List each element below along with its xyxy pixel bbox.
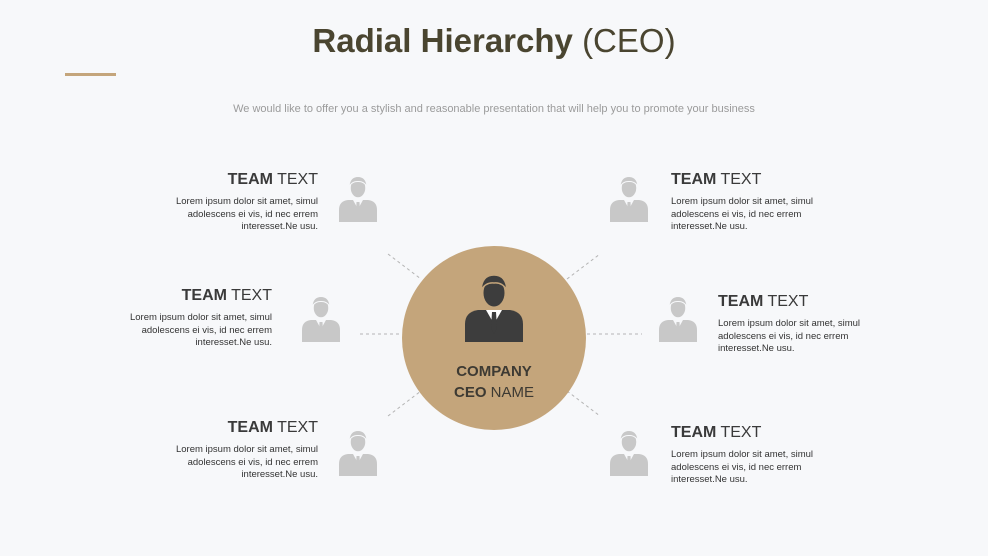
ceo-label-line1: COMPANY <box>456 363 532 380</box>
title-normal: (CEO) <box>582 22 676 59</box>
team-heading-bold: TEAM <box>671 424 717 441</box>
team-heading: TEAM TEXT <box>671 423 841 443</box>
team-description-line: Lorem ipsum dolor sit amet, simul <box>175 196 318 207</box>
team-description-line: adolescens ei vis, id nec errem <box>671 461 802 473</box>
team-heading: TEAM TEXT <box>148 418 318 438</box>
team-description: Lorem ipsum dolor sit amet, simul adoles… <box>102 312 272 350</box>
team-description-line: interesset.Ne usu. <box>241 221 318 232</box>
team-heading-bold: TEAM <box>181 287 227 304</box>
team-description: Lorem ipsum dolor sit amet, simul adoles… <box>148 196 318 234</box>
person-icon <box>339 175 377 222</box>
team-description: Lorem ipsum dolor sit amet, simul adoles… <box>671 196 841 234</box>
team-description-line: adolescens ei vis, id nec errem <box>187 456 318 468</box>
team-description-line: Lorem ipsum dolor sit amet, simul <box>129 312 272 323</box>
team-heading-normal: TEXT <box>277 171 318 188</box>
team-heading-bold: TEAM <box>227 171 273 188</box>
team-block-mid-right: TEAM TEXT Lorem ipsum dolor sit amet, si… <box>718 292 888 356</box>
ceo-circle: COMPANY CEO NAME <box>402 246 586 430</box>
team-heading-bold: TEAM <box>671 171 717 188</box>
connector-bottom-left <box>387 390 422 417</box>
connector-top-right <box>566 253 601 280</box>
team-description-line: adolescens ei vis, id nec errem <box>718 330 849 342</box>
team-heading: TEAM TEXT <box>671 170 841 190</box>
team-description-line: interesset.Ne usu. <box>241 469 318 480</box>
team-heading-normal: TEXT <box>231 287 272 304</box>
person-icon <box>610 175 648 222</box>
ceo-label: COMPANY CEO NAME <box>402 361 586 403</box>
team-description-line: Lorem ipsum dolor sit amet, simul <box>671 196 814 207</box>
ceo-label-normal: NAME <box>490 384 535 401</box>
person-icon <box>302 295 340 342</box>
accent-line <box>65 73 116 76</box>
person-icon <box>610 429 648 476</box>
team-heading: TEAM TEXT <box>718 292 888 312</box>
team-block-mid-left: TEAM TEXT Lorem ipsum dolor sit amet, si… <box>102 286 272 350</box>
person-icon <box>659 295 697 342</box>
team-description-line: interesset.Ne usu. <box>195 337 272 348</box>
ceo-person-icon <box>465 274 523 342</box>
team-description-line: Lorem ipsum dolor sit amet, simul <box>175 444 318 455</box>
subtitle: We would like to offer you a stylish and… <box>233 103 755 115</box>
team-heading: TEAM TEXT <box>148 170 318 190</box>
title-bold: Radial Hierarchy <box>312 22 573 59</box>
team-heading-bold: TEAM <box>718 293 764 310</box>
team-heading-bold: TEAM <box>227 419 273 436</box>
ceo-label-bold: CEO <box>453 384 487 401</box>
team-block-top-right: TEAM TEXT Lorem ipsum dolor sit amet, si… <box>671 170 841 234</box>
team-heading-normal: TEXT <box>720 424 762 441</box>
team-description-line: interesset.Ne usu. <box>671 474 748 485</box>
team-block-bottom-right: TEAM TEXT Lorem ipsum dolor sit amet, si… <box>671 423 841 487</box>
person-icon <box>339 429 377 476</box>
page-title: Radial Hierarchy (CEO) <box>0 22 988 60</box>
team-heading-normal: TEXT <box>277 419 318 436</box>
team-description: Lorem ipsum dolor sit amet, simul adoles… <box>718 318 888 356</box>
team-description-line: adolescens ei vis, id nec errem <box>187 208 318 220</box>
team-heading: TEAM TEXT <box>102 286 272 306</box>
team-heading-normal: TEXT <box>767 293 809 310</box>
team-heading-normal: TEXT <box>720 171 762 188</box>
team-description-line: Lorem ipsum dolor sit amet, simul <box>718 318 861 329</box>
team-description-line: interesset.Ne usu. <box>671 221 748 232</box>
connector-top-left <box>387 253 422 280</box>
team-description-line: Lorem ipsum dolor sit amet, simul <box>671 449 814 460</box>
team-description-line: adolescens ei vis, id nec errem <box>671 208 802 220</box>
team-description-line: interesset.Ne usu. <box>718 343 795 354</box>
team-block-bottom-left: TEAM TEXT Lorem ipsum dolor sit amet, si… <box>148 418 318 482</box>
team-description: Lorem ipsum dolor sit amet, simul adoles… <box>671 449 841 487</box>
connector-bottom-right <box>566 390 601 417</box>
team-description-line: adolescens ei vis, id nec errem <box>141 324 272 336</box>
team-description: Lorem ipsum dolor sit amet, simul adoles… <box>148 444 318 482</box>
team-block-top-left: TEAM TEXT Lorem ipsum dolor sit amet, si… <box>148 170 318 234</box>
